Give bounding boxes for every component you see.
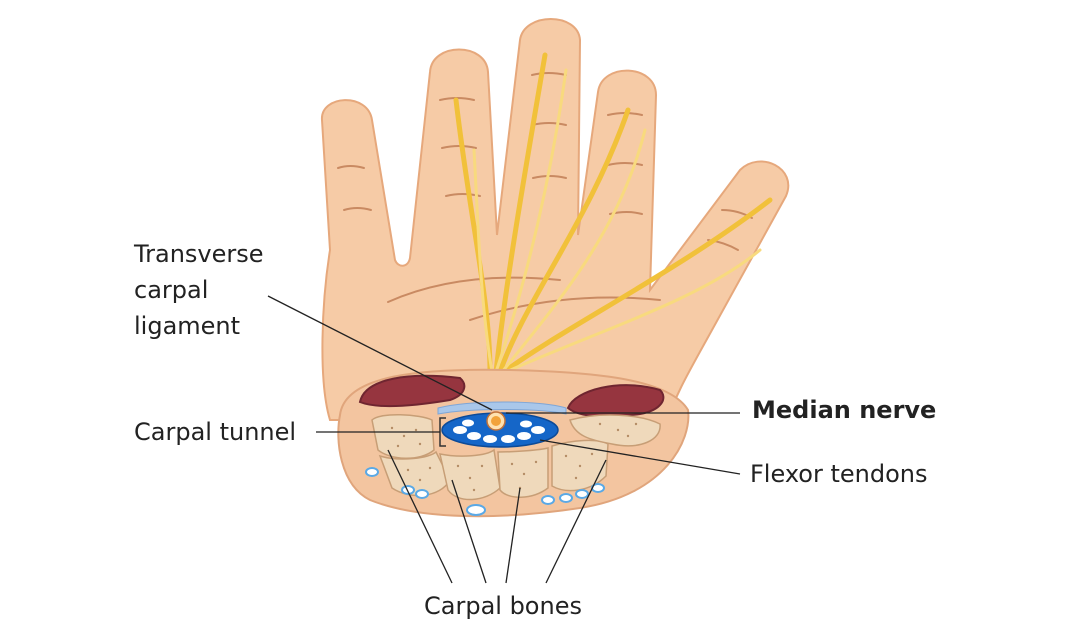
label-median-nerve: Median nerve [752, 396, 936, 424]
hand-illustration [320, 18, 790, 421]
carpal-bone-4 [497, 447, 549, 498]
transverse-carpal-ligament [437, 401, 567, 415]
carpal-bones-group [371, 413, 661, 501]
label-flexor-tendons: Flexor tendons [750, 460, 927, 488]
leader-carpal-bone-c [505, 487, 521, 584]
muscle-thenar [358, 374, 466, 408]
leader-carpal-bone-d [545, 459, 607, 584]
label-transverse-line2: carpal [134, 276, 208, 304]
label-transverse-line3: ligament [134, 312, 240, 340]
label-carpal-tunnel: Carpal tunnel [134, 418, 296, 446]
vessels-group [365, 467, 605, 516]
label-carpal-bones: Carpal bones [424, 592, 582, 620]
leader-carpal-bone-b [451, 479, 487, 584]
carpal-bone-3 [439, 448, 501, 501]
hand-silhouette [320, 18, 790, 421]
leader-carpal-bone-a [387, 449, 453, 584]
label-transverse-line1: Transverse [133, 240, 264, 268]
bone-texture [390, 422, 638, 492]
nerve-branches [453, 52, 773, 375]
wrist-cross-section [337, 368, 690, 518]
median-nerve-core [491, 416, 501, 426]
leader-lines [267, 295, 741, 584]
labels: Transverse carpal ligament Carpal tunnel… [133, 240, 936, 620]
carpal-bone-6 [569, 414, 661, 447]
flexor-tendons-group [453, 419, 545, 443]
leader-flexor-tendons [539, 439, 741, 475]
leader-transverse-ligament [267, 295, 493, 411]
